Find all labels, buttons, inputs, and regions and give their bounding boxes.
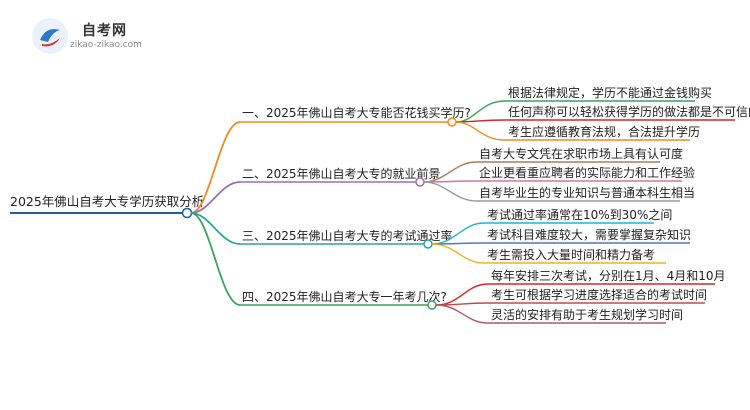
branch-4-leaf-1: 每年安排三次考试，分别在1月、4月和10月 bbox=[491, 268, 726, 283]
branch-3-link bbox=[190, 212, 241, 245]
branch-1-link bbox=[190, 121, 241, 214]
branch-1-leaf-2: 任何声称可以轻松获得学历的做法都是不可信的 bbox=[508, 104, 750, 119]
branch-2-connector bbox=[415, 177, 425, 187]
root-connector bbox=[181, 207, 193, 219]
logo-badge-icon bbox=[32, 18, 68, 54]
branch-4-leaf-2: 考生可根据学习进度选择适合的考试时间 bbox=[491, 287, 707, 302]
root-node[interactable]: 2025年佛山自考大专学历获取分析 bbox=[10, 194, 204, 219]
branch-1-connector bbox=[447, 117, 457, 127]
branch-4-leaf-3: 灵活的安排有助于考生规划学习时间 bbox=[491, 307, 683, 322]
branch-3-leaves: 考试通过率通常在10%到30%之间 考试科目难度较大，需要掌握复杂知识 考生需投… bbox=[431, 207, 691, 264]
branch-3-label: 三、2025年佛山自考大专的考试通过率 bbox=[242, 228, 453, 243]
branch-3-leaf-2: 考试科目难度较大，需要掌握复杂知识 bbox=[487, 227, 691, 242]
branch-3-leaf-3: 考生需投入大量时间和精力备考 bbox=[487, 247, 655, 262]
branch-1[interactable]: 一、2025年佛山自考大专能否花钱买学历? bbox=[190, 105, 471, 214]
branch-2-leaf-3: 自考毕业生的专业知识与普通本科生相当 bbox=[479, 185, 695, 200]
branch-4-leaves: 每年安排三次考试，分别在1月、4月和10月 考生可根据学习进度选择适合的考试时间… bbox=[435, 268, 726, 324]
branch-3-connector bbox=[423, 239, 433, 249]
branch-2[interactable]: 二、2025年佛山自考大专的就业前景 bbox=[190, 166, 441, 214]
branch-3[interactable]: 三、2025年佛山自考大专的考试通过率 bbox=[190, 212, 453, 249]
branch-2-leaf-2: 企业更看重应聘者的实际能力和工作经验 bbox=[479, 165, 695, 180]
logo-title: 自考网 bbox=[82, 23, 127, 39]
branch-2-label: 二、2025年佛山自考大专的就业前景 bbox=[242, 166, 441, 181]
root-label: 2025年佛山自考大专学历获取分析 bbox=[10, 194, 204, 209]
branch-2-leaves: 自考大专文凭在求职市场上具有认可度 企业更看重应聘者的实际能力和工作经验 自考毕… bbox=[423, 146, 695, 202]
branch-1-leaf-3: 考生应遵循教育法规，合法提升学历 bbox=[508, 124, 700, 139]
branch-4-link bbox=[190, 212, 241, 306]
logo-url: zikao-zikao.com bbox=[70, 40, 142, 50]
branch-3-leaf-1: 考试通过率通常在10%到30%之间 bbox=[487, 207, 672, 222]
branch-4[interactable]: 四、2025年佛山自考大专一年考几次? bbox=[190, 212, 447, 310]
branch-1-leaves: 根据法律规定，学历不能通过金钱购买 任何声称可以轻松获得学历的做法都是不可信的 … bbox=[455, 85, 750, 141]
site-logo[interactable]: 自考网 zikao-zikao.com bbox=[30, 14, 170, 58]
branch-1-leaf-1: 根据法律规定，学历不能通过金钱购买 bbox=[508, 85, 712, 100]
branch-4-connector bbox=[427, 300, 437, 310]
branch-4-label: 四、2025年佛山自考大专一年考几次? bbox=[242, 289, 447, 304]
branch-2-leaf-1: 自考大专文凭在求职市场上具有认可度 bbox=[479, 146, 683, 161]
branch-1-label: 一、2025年佛山自考大专能否花钱买学历? bbox=[242, 105, 471, 120]
branch-2-link bbox=[190, 181, 241, 214]
